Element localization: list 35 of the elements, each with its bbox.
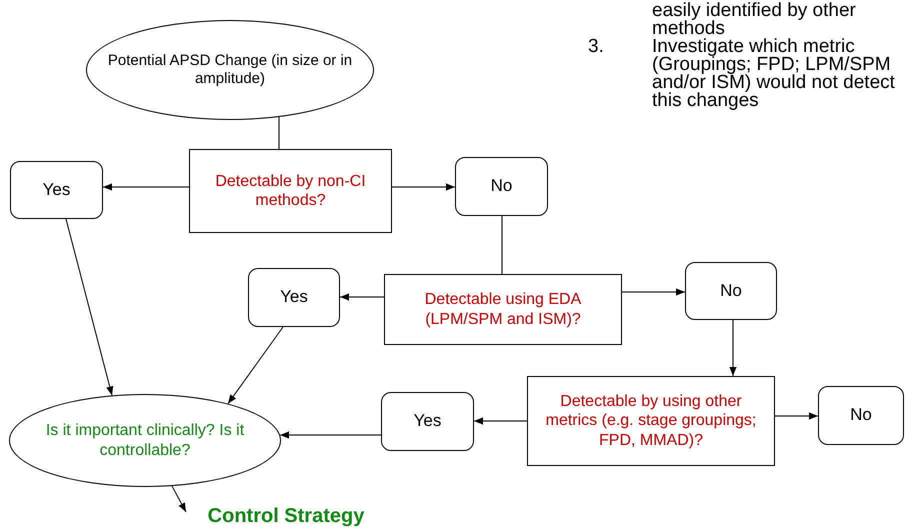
arrow <box>66 218 114 396</box>
arrow <box>228 326 284 404</box>
answer-box <box>248 268 340 327</box>
node-label: No <box>490 176 514 197</box>
answer-box <box>381 392 474 451</box>
answer-box <box>685 262 777 320</box>
answer-box <box>818 386 904 445</box>
node-label: Control Strategy <box>206 504 366 528</box>
list-number: 3. <box>588 38 605 56</box>
arrow <box>774 412 818 420</box>
note-text: easily identified by other methods <box>652 2 857 38</box>
arrow <box>474 417 528 425</box>
arrow <box>729 320 737 376</box>
note-text: Investigate which metric (Groupings; FPD; LPM/SPM and/or ISM) would not detect this changes <box>652 38 896 110</box>
node-label: Yes <box>42 180 72 200</box>
node-label: Yes <box>412 411 442 432</box>
answer-box <box>455 157 548 216</box>
arrow <box>102 183 190 191</box>
arrow <box>172 486 186 512</box>
node-label: Detectable using EDA (LPM/SPM and ISM)? <box>424 290 582 329</box>
decision-box <box>527 376 775 466</box>
node-label: Is it important clinically? Is it controllable? <box>44 421 246 460</box>
decision-box <box>189 149 392 233</box>
node-label: Detectable by non-CI methods? <box>214 172 367 210</box>
arrow <box>392 183 456 191</box>
decision-box <box>384 274 622 345</box>
node-label: Yes <box>279 287 309 308</box>
node-label: No <box>849 405 873 426</box>
arrow <box>622 288 686 296</box>
node-label: Potential APSD Change (in size or in amplitude) <box>106 52 354 88</box>
node-label: No <box>719 280 743 302</box>
arrow <box>280 431 382 439</box>
arrow <box>340 293 384 301</box>
answer-box <box>10 161 103 219</box>
node-label: Detectable by using other metrics (e.g. stage groupings; FPD, MMAD)? <box>544 392 758 450</box>
